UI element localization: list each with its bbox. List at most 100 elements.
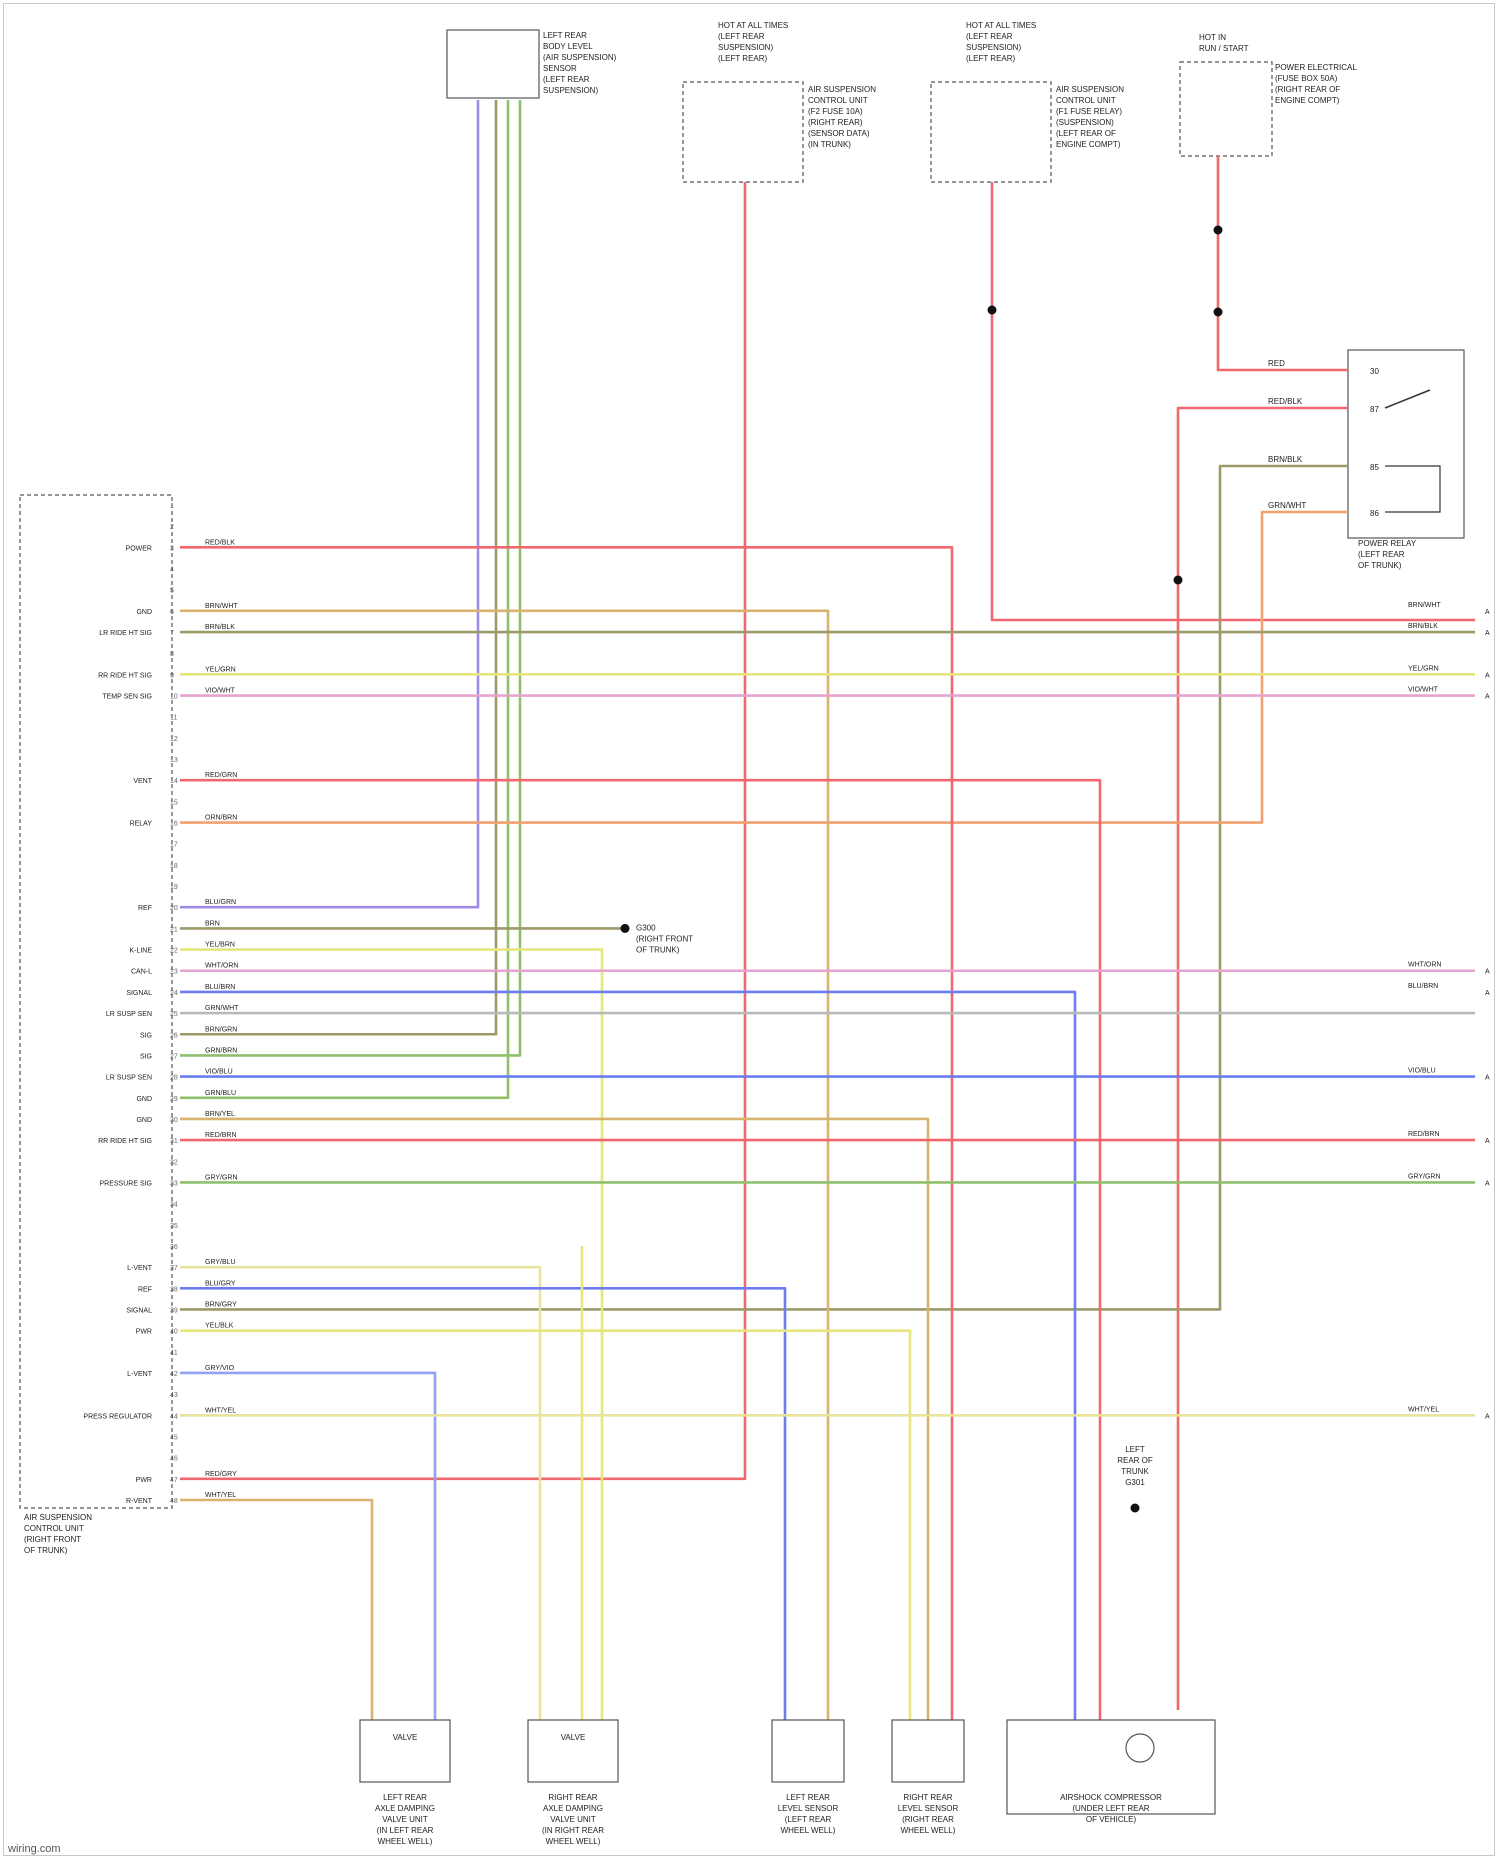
ecu-wire-label: VIO/WHT (205, 688, 236, 695)
ground-label-line: OF TRUNK) (636, 945, 680, 954)
hot-relay-2-hot-label-line: (LEFT REAR) (966, 54, 1016, 63)
wire-signal-comp (180, 992, 1075, 1720)
ecu-pin-number: 10 (170, 694, 178, 701)
ecu-pin-number: 20 (170, 905, 178, 912)
right-exit-connector: A (1485, 672, 1490, 679)
hot-relay-2-label-line: (LEFT REAR OF (1056, 129, 1116, 138)
lr-valve-box (360, 1720, 450, 1782)
ecu-wire-label: WHT/YEL (205, 1492, 236, 1499)
ecu-pin-name: TEMP SEN SIG (102, 694, 152, 701)
hot-relay-1-box (683, 82, 803, 182)
ecu-pin-name: RR RIDE HT SIG (98, 672, 152, 679)
ride-height-sensor-label-line: (AIR SUSPENSION) (543, 53, 617, 62)
wire-fuse-f2 (180, 182, 745, 1479)
hot-relay-2-label-line: (SUSPENSION) (1056, 118, 1114, 127)
power-relay-box (1348, 350, 1464, 538)
right-exit-wire-label: RED/BRN (1408, 1131, 1440, 1138)
ecu-pin-number: 21 (170, 926, 178, 933)
ecu-wire-label: BLU/GRN (205, 899, 236, 906)
ecu-pin-number: 17 (170, 842, 178, 849)
right-exit-wire-label: GRY/GRN (1408, 1173, 1441, 1180)
ecu-pin-name: L-VENT (127, 1371, 153, 1378)
ecu-pin-name: SIGNAL (126, 990, 152, 997)
ecu-pin-number: 9 (170, 672, 174, 679)
hot-relay-1-label-line: CONTROL UNIT (808, 96, 868, 105)
ecu-pin-number: 1 (170, 503, 174, 510)
ecu-pin-number: 43 (170, 1392, 178, 1399)
ecu-pin-number: 31 (170, 1138, 178, 1145)
footer-text: wiring.com (8, 1843, 61, 1855)
ecu-wire-label: RED/BLK (205, 539, 235, 546)
ecu-pin-name: CAN-L (131, 969, 152, 976)
ecu-pin-number: 12 (170, 736, 178, 743)
ecu-pin-number: 25 (170, 1011, 178, 1018)
ecu-pin-name: PWR (136, 1329, 152, 1336)
ecu-pin-number: 41 (170, 1350, 178, 1357)
relay-pin-number: 86 (1370, 509, 1379, 518)
ecu-wire-label: RED/GRN (205, 772, 237, 779)
ecu-pin-name: GND (136, 1117, 152, 1124)
ecu-pin-number: 33 (170, 1180, 178, 1187)
ecu-pin-name: VENT (133, 778, 152, 785)
ecu-pin-number: 42 (170, 1371, 178, 1378)
ecu-pin-number: 7 (170, 630, 174, 637)
ecu-wire-label: BRN/GRN (205, 1026, 237, 1033)
relay-wire-label: BRN/BLK (1268, 455, 1303, 464)
ecu-pin-name: L-VENT (127, 1265, 153, 1272)
hot-relay-2-label-line: ENGINE COMPT) (1056, 140, 1121, 149)
hot-relay-2-label-line: AIR SUSPENSION (1056, 85, 1124, 94)
ecu-pin-number: 44 (170, 1413, 178, 1420)
ecu-pin-name: K-LINE (129, 948, 152, 955)
rr-sensor-label-line: (RIGHT REAR (902, 1815, 954, 1824)
compressor-ground-label-line: LEFT (1125, 1445, 1145, 1454)
splice-dot (1214, 226, 1223, 235)
right-exit-wire-label: VIO/BLU (1408, 1068, 1436, 1075)
ecu-pin-number: 37 (170, 1265, 178, 1272)
ecu-wire-label: VIO/BLU (205, 1069, 233, 1076)
ecu-pin-number: 19 (170, 884, 178, 891)
right-exit-wire-label: BLU/BRN (1408, 983, 1438, 990)
ground-label-line: (RIGHT FRONT (636, 934, 693, 943)
wire-ride-sensor-ref (180, 100, 478, 907)
hot-relay-1-hot-label-line: (LEFT REAR) (718, 54, 768, 63)
ecu-wire-label: WHT/ORN (205, 963, 238, 970)
hot-relay-3-hot-label-line: RUN / START (1199, 44, 1249, 53)
right-exit-connector: A (1485, 1075, 1490, 1082)
ecu-pin-number: 15 (170, 799, 178, 806)
wire-pwr-rr (180, 1331, 910, 1720)
ride-height-sensor-label-line: SUSPENSION) (543, 86, 598, 95)
ecu-pin-number: 3 (170, 545, 174, 552)
right-exit-connector: A (1485, 990, 1490, 997)
ecu-pin-number: 38 (170, 1286, 178, 1293)
wire-vent (180, 780, 1100, 1720)
ecu-pin-name: RR RIDE HT SIG (98, 1138, 152, 1145)
ride-height-sensor-label-line: LEFT REAR (543, 31, 587, 40)
ecu-pin-name: LR SUSP SEN (106, 1075, 152, 1082)
ground-dot (621, 924, 630, 933)
ecu-pin-number: 28 (170, 1075, 178, 1082)
compressor-ground-label-line: G301 (1125, 1478, 1145, 1487)
ecu-wire-label: BRN/BLK (205, 624, 235, 631)
lr-valve-label-line: (IN LEFT REAR (377, 1826, 434, 1835)
hot-relay-3-label-line: (RIGHT REAR OF (1275, 85, 1340, 94)
ground-label-line: G300 (636, 923, 656, 932)
ride-height-sensor-box (447, 30, 539, 98)
ecu-wire-label: GRY/BLU (205, 1259, 236, 1266)
ecu-pin-number: 6 (170, 609, 174, 616)
ecu-pin-number: 26 (170, 1032, 178, 1039)
wire-ecu-power (180, 547, 952, 1720)
ecu-wire-label: GRN/BRN (205, 1047, 237, 1054)
power-relay-label-line: (LEFT REAR (1358, 550, 1405, 559)
relay-wire-label: RED/BLK (1268, 397, 1303, 406)
ecu-pin-number: 39 (170, 1307, 178, 1314)
hot-relay-1-hot-label-line: (LEFT REAR (718, 32, 765, 41)
splice-dot (1174, 576, 1183, 585)
ecu-label-line: (RIGHT FRONT (24, 1535, 81, 1544)
wire-ref-lr (180, 1288, 785, 1720)
ecu-wire-label: ORN/BRN (205, 815, 237, 822)
ecu-wire-label: BLU/GRY (205, 1280, 236, 1287)
ecu-pin-number: 27 (170, 1053, 178, 1060)
rr-valve-label-line: WHEEL WELL) (546, 1837, 601, 1846)
ecu-pin-number: 8 (170, 651, 174, 658)
relay-wire-label: RED (1268, 359, 1285, 368)
